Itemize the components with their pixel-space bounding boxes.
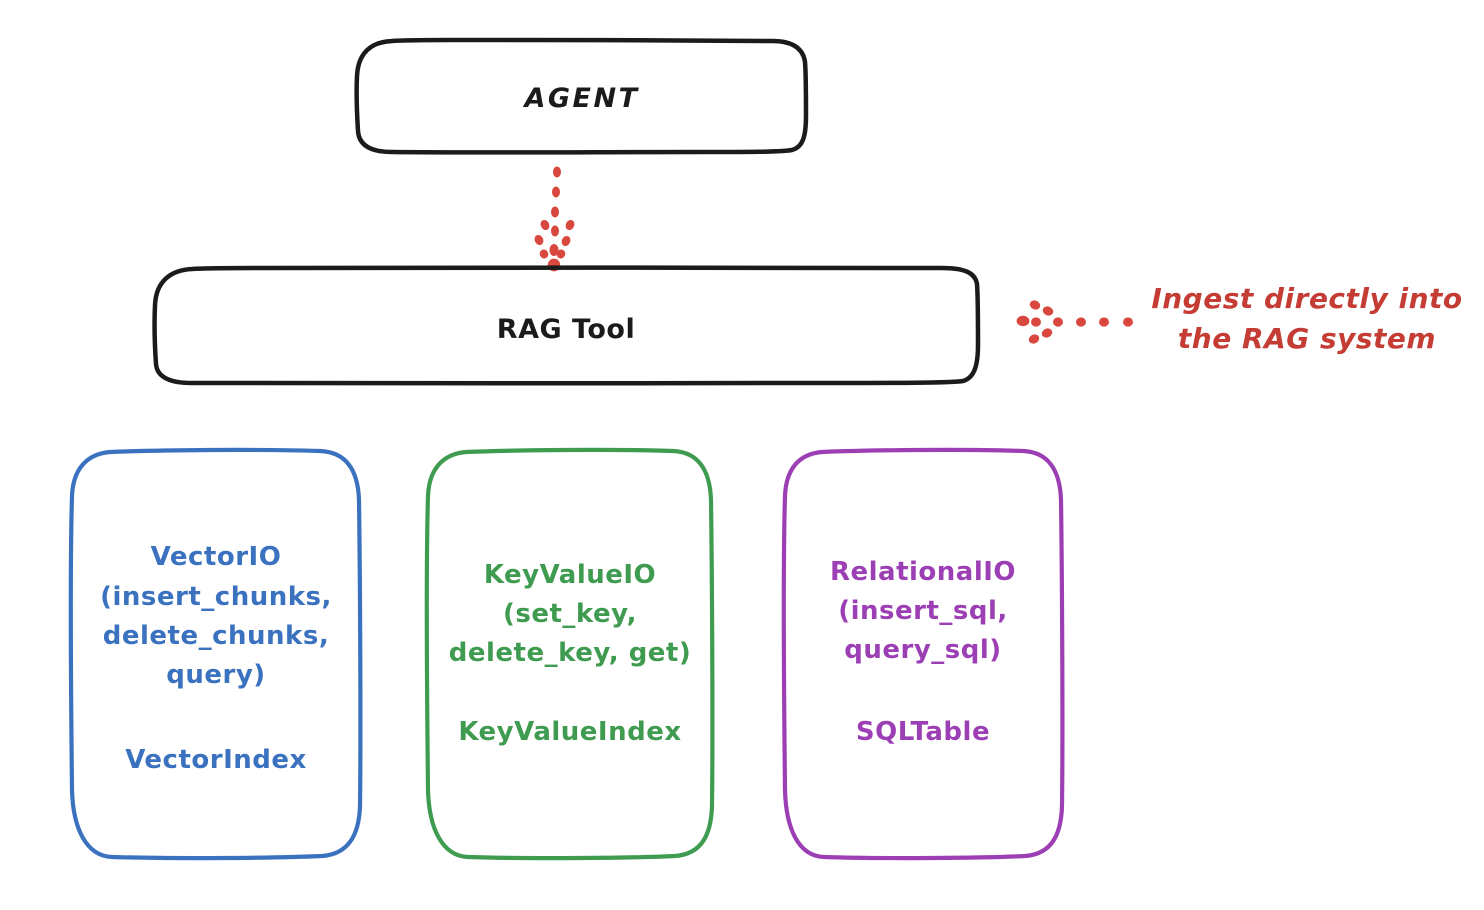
connector-ingest-arrow (1016, 300, 1133, 344)
annotation-line-2: the RAG system (1178, 322, 1436, 355)
node-relational-io[interactable]: RelationalIO (insert_sql, query_sql) SQL… (781, 447, 1065, 861)
vector-io-line-2: (insert_chunks, (100, 582, 332, 612)
node-agent[interactable]: AGENT (354, 37, 809, 155)
relational-io-line-1: RelationalIO (830, 557, 1016, 587)
annotation-line-1: Ingest directly into (1151, 282, 1462, 315)
rag-tool-box-outline (152, 265, 981, 386)
relational-io-line-2: (insert_sql, (838, 596, 1008, 626)
node-rag-tool[interactable]: RAG Tool (152, 265, 981, 386)
relational-io-line-3: query_sql) (844, 635, 1001, 665)
connector-agent-to-rag-tool (534, 166, 575, 272)
keyvalue-io-box-outline (424, 447, 715, 861)
relational-io-box-outline (781, 447, 1065, 861)
node-vector-io[interactable]: VectorIO (insert_chunks, delete_chunks, … (68, 447, 363, 861)
vector-io-line-1: VectorIO (151, 542, 282, 572)
sqltable-label: SQLTable (856, 717, 990, 747)
keyvalue-io-line-1: KeyValueIO (484, 560, 656, 590)
vector-io-line-4: query) (166, 660, 265, 690)
rag-tool-label: RAG Tool (497, 314, 635, 345)
vector-io-box-outline (68, 447, 363, 861)
vector-index-label: VectorIndex (125, 745, 307, 775)
node-keyvalue-io[interactable]: KeyValueIO (set_key, delete_key, get) Ke… (424, 447, 715, 861)
keyvalue-index-label: KeyValueIndex (458, 717, 681, 747)
keyvalue-io-line-2: (set_key, (503, 599, 637, 629)
vector-io-line-3: delete_chunks, (103, 621, 329, 651)
agent-box-outline (354, 37, 809, 155)
annotation-ingest: Ingest directly into the RAG system (1151, 282, 1462, 355)
keyvalue-io-line-3: delete_key, get) (449, 638, 692, 668)
agent-label: AGENT (522, 83, 639, 114)
